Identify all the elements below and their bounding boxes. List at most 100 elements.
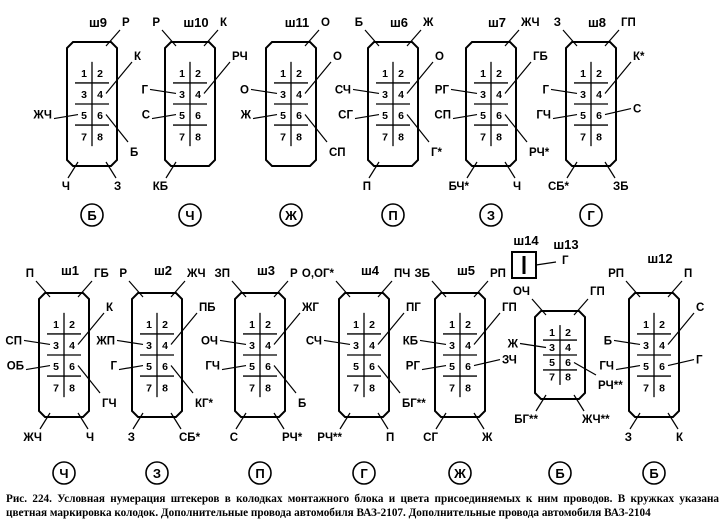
wire-leader: [431, 280, 447, 298]
wire-label-br: ЖЧ**: [581, 414, 610, 426]
wire-leader: [105, 29, 121, 47]
pin-number: 8: [265, 382, 271, 394]
pin-number: 5: [549, 357, 555, 369]
wire-label-l1: СЧ: [306, 335, 322, 347]
wire-leader: [552, 113, 578, 120]
connector-body: [234, 292, 286, 418]
pin-number: 7: [53, 382, 59, 394]
pin-number: 7: [549, 372, 555, 384]
pin-number: 7: [643, 382, 649, 394]
pin-number: 6: [565, 357, 571, 369]
color-code-letter: Б: [87, 208, 96, 223]
wire-label-tl: Б: [355, 17, 363, 29]
color-code-letter: З: [153, 466, 161, 481]
wire-leader: [629, 412, 641, 430]
pin-number: 6: [398, 110, 404, 122]
wire-label-br: З: [114, 181, 121, 193]
connector-body: [164, 41, 216, 167]
pin-number: 3: [179, 89, 185, 101]
pin-number: 1: [280, 68, 286, 80]
pin-number: 7: [280, 131, 286, 143]
pin-number: 4: [296, 89, 302, 101]
wire-leader: [304, 29, 320, 47]
wire-leader: [604, 61, 632, 94]
wire-leader: [377, 280, 393, 298]
wire-label-l1: Ж: [507, 339, 519, 351]
pin-number: 5: [53, 361, 59, 373]
pin-number: 2: [195, 68, 201, 80]
wire-label-r1: ГБ: [533, 51, 548, 63]
connector-title: ш1: [61, 263, 79, 278]
wire-label-r3: РЧ*: [529, 147, 550, 159]
connector-body: [38, 292, 90, 418]
wire-label-r1: С: [696, 302, 704, 314]
wire-label-br: Ж: [481, 432, 493, 444]
pin-number: 8: [496, 131, 502, 143]
pin-number: 1: [249, 319, 255, 331]
pin-number: 2: [496, 68, 502, 80]
wire-label-r1: К: [134, 51, 142, 63]
pin-number: 1: [146, 319, 152, 331]
wire-leader: [604, 161, 616, 179]
wire-leader: [67, 161, 79, 179]
pin-number: 1: [643, 319, 649, 331]
wire-label-r3: БГ**: [402, 398, 426, 410]
pin-number: 7: [353, 382, 359, 394]
wire-label-l1: О: [240, 84, 249, 96]
wire-leader: [535, 261, 557, 266]
pin-number: 5: [382, 110, 388, 122]
wire-leader: [35, 280, 51, 298]
pin-number: 7: [179, 131, 185, 143]
wire-label-bl: СГ: [423, 432, 438, 444]
color-code-circle: [448, 461, 472, 485]
pin-number: 3: [81, 89, 87, 101]
wire-label-bl: КБ: [153, 181, 168, 193]
wire-label-r3: Г*: [431, 147, 443, 159]
pin-number: 5: [480, 110, 486, 122]
wire-label-tr: ПЧ: [394, 268, 410, 280]
color-code-circle: [145, 461, 169, 485]
connector-title: ш12: [647, 251, 672, 266]
pin-number: 8: [369, 382, 375, 394]
wire-leader: [473, 412, 485, 430]
wire-leader: [273, 365, 297, 394]
wire-leader: [625, 280, 641, 298]
wire-label-l2: ГЧ: [599, 361, 614, 373]
color-code-circle: [381, 203, 405, 227]
wire-label-l2: РГ: [406, 361, 421, 373]
wire-label-l2: ЖЧ: [32, 110, 52, 122]
color-code-letter: Ч: [59, 466, 68, 481]
wire-label: Г: [562, 255, 569, 267]
wire-leader: [535, 394, 547, 412]
color-code-letter: П: [388, 208, 397, 223]
wire-label-r1: РЧ: [232, 51, 248, 63]
wire-label-r1: О: [435, 51, 444, 63]
connector-body: [338, 292, 390, 418]
pin-number: 6: [659, 361, 665, 373]
pin-number: 8: [565, 372, 571, 384]
pin-number: 5: [146, 361, 152, 373]
wire-label-tl: З: [554, 17, 561, 29]
color-code-letter: Ч: [185, 208, 194, 223]
pin-number: 5: [449, 361, 455, 373]
connector-title: ш8: [588, 15, 606, 30]
pin-number: 3: [53, 340, 59, 352]
wire-leader: [335, 280, 351, 298]
wire-leader: [105, 161, 117, 179]
wire-label-r1: ГП: [502, 302, 517, 314]
color-code-letter: З: [487, 208, 495, 223]
pin-number: 1: [353, 319, 359, 331]
wire-leader: [573, 394, 585, 412]
wire-leader: [504, 114, 528, 143]
wire-leader: [473, 280, 489, 298]
wire-label-tl: ЗП: [215, 268, 230, 280]
wire-leader: [170, 412, 182, 430]
wire-leader: [170, 312, 198, 345]
connector-body: [628, 292, 680, 418]
wire-leader: [531, 298, 547, 316]
pin-number: 4: [369, 340, 375, 352]
wire-leader: [25, 364, 51, 371]
wire-leader: [613, 339, 641, 346]
